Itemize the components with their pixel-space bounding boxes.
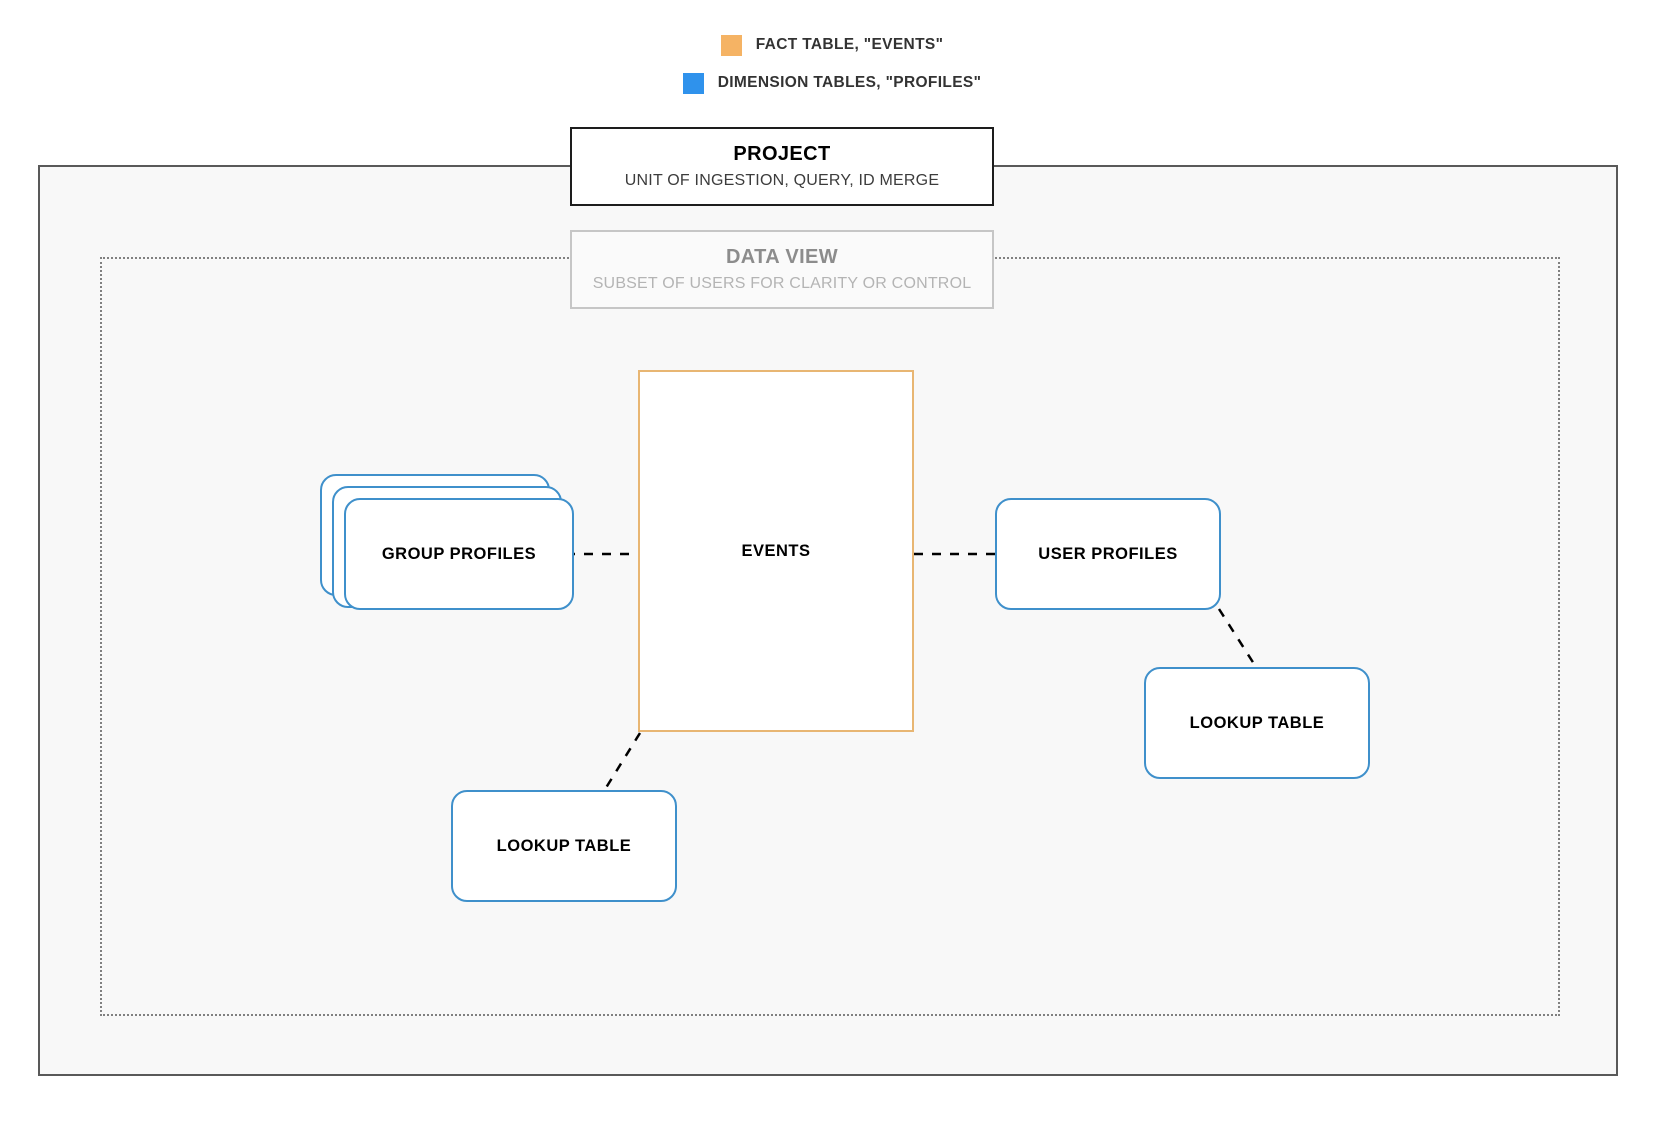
node-label-group-profiles: GROUP PROFILES <box>381 544 537 563</box>
node-label-user-profiles: USER PROFILES <box>1038 544 1178 563</box>
legend: FACT TABLE, "EVENTS" DIMENSION TABLES, "… <box>0 26 1664 102</box>
data-view-subtitle: SUBSET OF USERS FOR CLARITY OR CONTROL <box>592 275 972 292</box>
node-label-lookup-table-right: LOOKUP TABLE <box>1189 713 1325 732</box>
node-user-profiles: USER PROFILES <box>995 498 1221 610</box>
node-group-profiles: GROUP PROFILES <box>344 498 574 610</box>
node-events: EVENTS <box>638 370 914 732</box>
data-view-header-box: DATA VIEW SUBSET OF USERS FOR CLARITY OR… <box>570 230 994 309</box>
legend-row-dimension-tables: DIMENSION TABLES, "PROFILES" <box>0 64 1664 102</box>
project-title: PROJECT <box>733 143 831 165</box>
node-label-lookup-table-left: LOOKUP TABLE <box>496 836 632 855</box>
data-view-title: DATA VIEW <box>725 246 839 268</box>
node-label-events: EVENTS <box>741 541 811 560</box>
legend-row-fact-table: FACT TABLE, "EVENTS" <box>0 26 1664 64</box>
dimension-tables-swatch <box>682 72 704 94</box>
fact-table-swatch <box>720 34 742 56</box>
legend-label-fact-table: FACT TABLE, "EVENTS" <box>755 36 944 53</box>
legend-label-dimension-tables: DIMENSION TABLES, "PROFILES" <box>717 74 982 91</box>
node-lookup-table-right: LOOKUP TABLE <box>1144 667 1370 779</box>
project-header-box: PROJECT UNIT OF INGESTION, QUERY, ID MER… <box>570 127 994 206</box>
project-subtitle: UNIT OF INGESTION, QUERY, ID MERGE <box>624 172 940 189</box>
node-lookup-table-left: LOOKUP TABLE <box>451 790 677 902</box>
